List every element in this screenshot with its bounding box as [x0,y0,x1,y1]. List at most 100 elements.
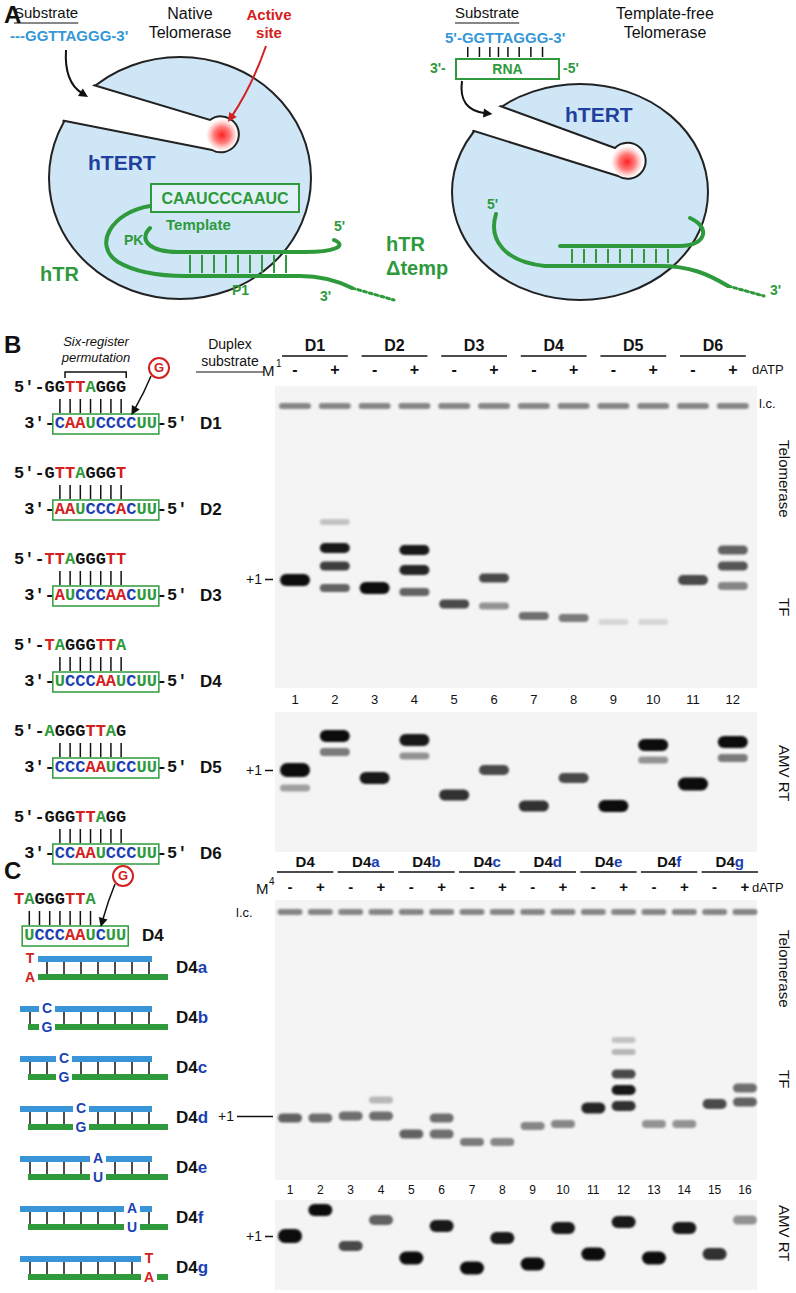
sequence-letter: G [85,550,95,569]
base-pair-tick [100,571,102,585]
base-pair-tick [97,1112,99,1124]
gel-band [702,909,727,915]
text-slot: - [281,878,299,896]
strand-bar [157,1274,168,1280]
text-slot: Template [166,216,231,234]
gel-band [718,754,748,762]
base-pair-tick [110,829,112,843]
gel-band [521,1122,545,1130]
substrate-name: D4f [176,1208,203,1228]
text-slot: D4b [398,853,454,871]
text-slot: Substrate [455,4,519,22]
sequence-letter: ' [24,550,34,569]
rna-strand [560,218,703,246]
gel-band [559,614,589,622]
sequence-letter: g [735,853,744,870]
base-pair-tick [631,249,633,263]
arrow-head [99,917,108,927]
sequence-letter: ' [34,758,44,777]
lane-sign: + [311,878,329,896]
text-slot: 6 [481,692,507,708]
base-pair-tick [59,657,61,671]
sequence-letter: U [147,586,157,605]
gel-band [518,403,550,409]
sequence-letter: T [55,550,65,569]
text-slot: 15 [703,1183,727,1197]
sequence-strand: 3'-AAUCCCACUU-5' [24,500,187,520]
text-slot: U [90,1169,106,1186]
sequence-letter: C [55,414,65,433]
text-slot: +1 [246,571,262,588]
base-pair-tick [90,571,92,585]
end-label: 3'- [430,60,446,77]
sequence-letter: A [55,636,65,655]
text-slot: 5'-TAGGGTTA [14,636,126,656]
sequence-letter: - [45,500,55,519]
text-slot: 11 [680,692,706,708]
base-pair-tick [59,829,61,843]
text-slot: - [683,360,703,379]
sequence-letter: G [65,722,75,741]
text-slot: + [554,878,572,896]
sequence-letter: U [96,844,106,863]
lane-number: 13 [642,1183,666,1197]
text-slot: G [148,357,170,379]
lane-number: 4 [369,1183,393,1197]
base-pair-tick [97,1212,99,1224]
base-pair-tick [97,1062,99,1074]
template-label: Template [166,216,231,234]
sequence-letter: G [96,464,106,483]
sequence-letter: U [147,500,157,519]
sequence-letter: ' [34,414,44,433]
base-pair-tick [90,399,92,413]
text-slot: Substrate [14,4,78,22]
text-slot: 4 [269,876,275,888]
base-pair-tick [100,657,102,671]
lane-number: 9 [521,1183,545,1197]
text-slot: D4g [702,853,758,871]
text-slot: hTR Δtemp [386,232,450,280]
sequence-letter: - [45,844,55,863]
sequence-letter: U [147,758,157,777]
text-slot: 9 [521,1183,545,1197]
sequence-letter: G [474,29,486,46]
lane-number: 2 [308,1183,332,1197]
rna-strand [352,288,394,300]
mismatch-base: U [124,1219,140,1236]
base-pair-tick [46,1262,48,1274]
lane-number: 4 [401,692,427,708]
base-pair-tick [643,249,645,263]
base-pair-tick [120,399,122,413]
sequence-letter: 4 [188,1008,197,1027]
sequence-letter: ' [177,500,187,519]
lane-sign: - [463,878,481,896]
sequence-letter: U [147,844,157,863]
text-slot: A [141,1269,157,1286]
text-slot: D4f [176,1208,203,1228]
sequence-letter: T [96,636,106,655]
strand-bar [20,1256,141,1262]
sequence-letter: a [371,853,379,870]
lane-sign: - [402,878,420,896]
gel-band [339,1112,363,1121]
gel-band [581,1103,605,1114]
rna-element: PK [124,232,143,249]
sequence-letter: C [126,844,136,863]
rna-strand [728,286,764,296]
arrow-head [228,112,237,122]
gel-band [399,1130,423,1139]
lane-sign: + [675,878,693,896]
strand-bar [20,1156,90,1162]
text-slot: + [372,878,390,896]
text-slot: 3'-AAUCCCACUU-5' [24,500,187,520]
sequence-letter: ' [177,586,187,605]
lane-number: 8 [561,692,587,708]
sequence-letter: A [75,414,85,433]
sequence-letter: T [65,378,75,397]
base-pair-tick [97,1012,99,1024]
text-slot: Telomerase [775,440,793,518]
size-marker: +1 [218,1108,234,1125]
sequence-letter: G [75,636,85,655]
sequence-letter: A [75,926,85,945]
base-pair-tick [80,485,82,499]
